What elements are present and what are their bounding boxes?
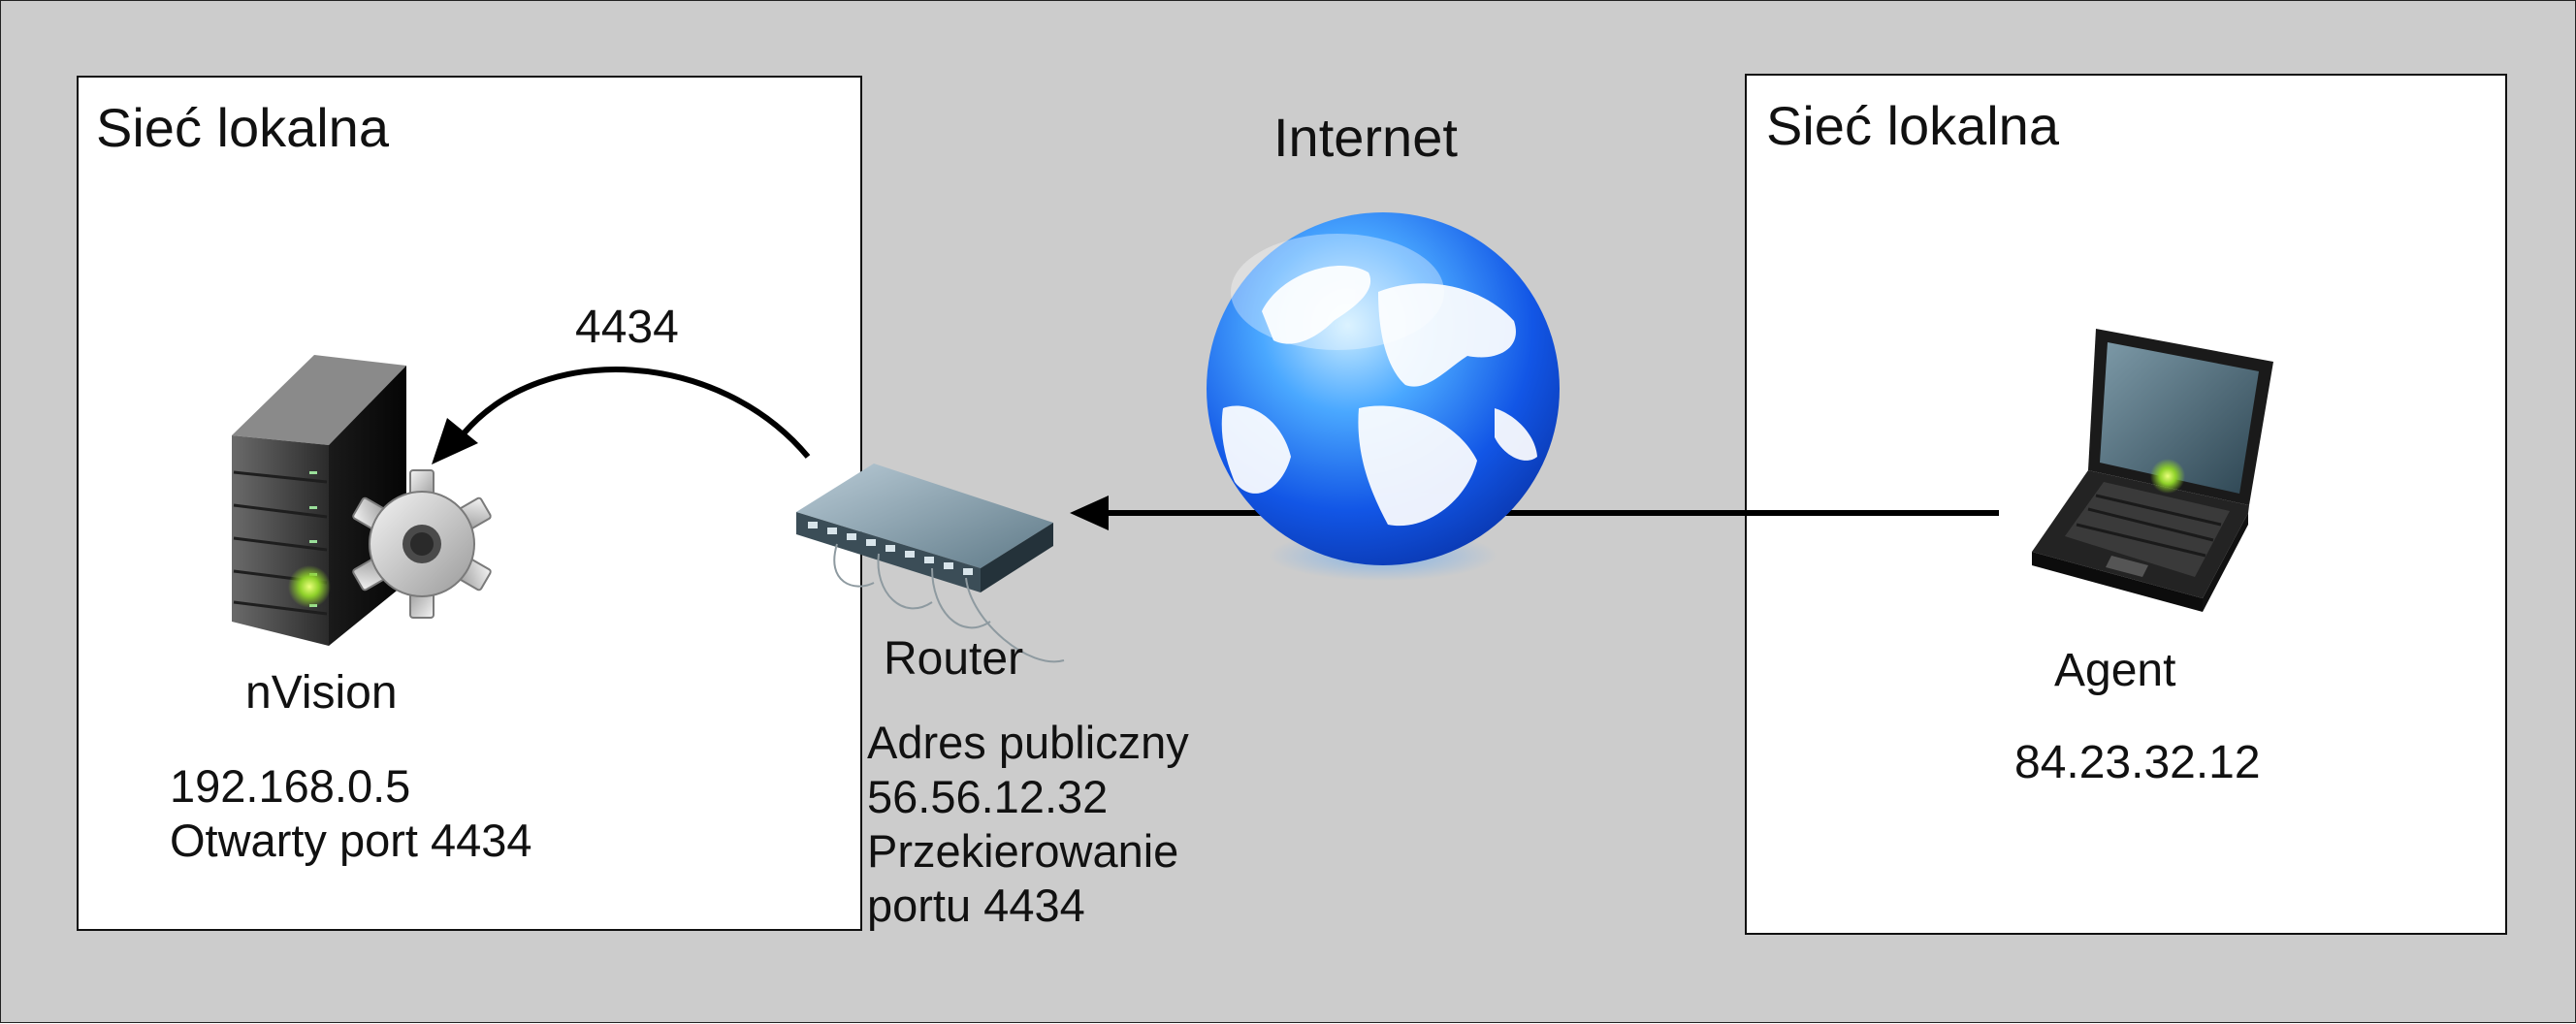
server-gear-icon [232,355,492,646]
globe-icon [1207,212,1560,581]
router-details: Adres publiczny 56.56.12.32 Przekierowan… [867,717,1189,931]
agent-to-router-arrowhead [1070,496,1109,530]
port-forward-label: 4434 [575,302,679,353]
server-details: 192.168.0.5 Otwarty port 4434 [170,760,532,866]
router-name: Router [884,633,1024,685]
right-network-title: Sieć lokalna [1766,95,2059,156]
router-icon [796,464,1065,663]
port-forward-arrow [462,367,811,459]
agent-name: Agent [2054,645,2176,696]
internet-label: Internet [1273,107,1458,168]
laptop-icon [2032,329,2273,612]
port-forward-arrowhead [432,418,478,464]
server-name: nVision [245,667,398,719]
left-network-title: Sieć lokalna [96,97,389,158]
agent-ip: 84.23.32.12 [2014,737,2261,788]
